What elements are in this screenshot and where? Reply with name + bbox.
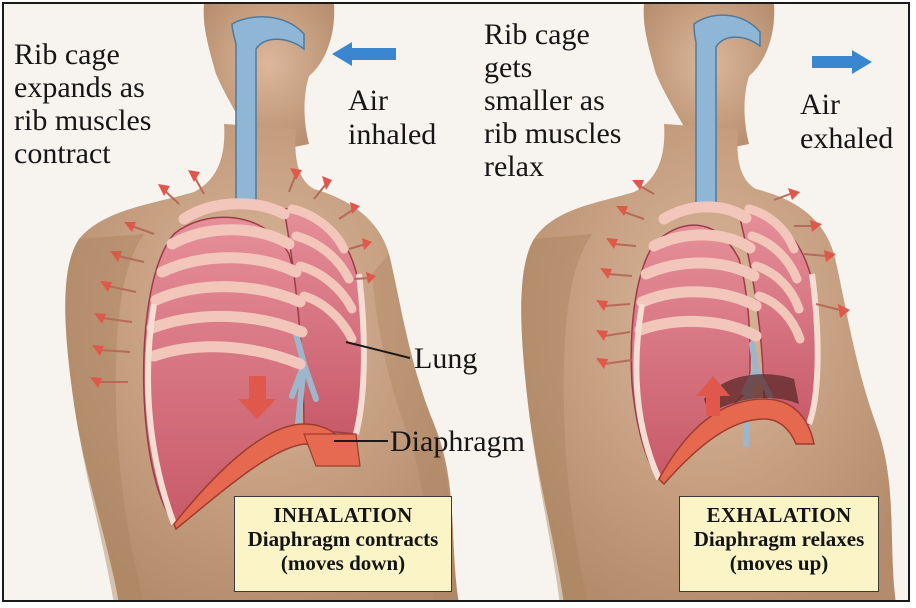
diaphragm-label: Diaphragm: [390, 425, 525, 459]
inhalation-line-2: (moves down): [235, 551, 451, 575]
inhalation-title: INHALATION: [235, 503, 451, 527]
air-inhaled-arrow: [332, 42, 396, 66]
diagram-frame: Rib cage expands as rib muscles contract…: [2, 2, 910, 602]
inhalation-line-1: Diaphragm contracts: [235, 527, 451, 551]
exhalation-caption: EXHALATION Diaphragm relaxes (moves up): [679, 496, 879, 592]
rib-cage-expands-label: Rib cage expands as rib muscles contract: [14, 38, 184, 170]
air-exhaled-arrow: [812, 50, 872, 74]
air-inhaled-label: Air inhaled: [348, 84, 468, 152]
exhalation-title: EXHALATION: [680, 503, 878, 527]
exhalation-line-1: Diaphragm relaxes: [680, 527, 878, 551]
air-exhaled-label: Air exhaled: [800, 88, 910, 156]
lung-label: Lung: [414, 342, 477, 376]
inhalation-caption: INHALATION Diaphragm contracts (moves do…: [234, 496, 452, 592]
rib-cage-smaller-label: Rib cage gets smaller as rib muscles rel…: [484, 18, 654, 183]
exhalation-line-2: (moves up): [680, 551, 878, 575]
